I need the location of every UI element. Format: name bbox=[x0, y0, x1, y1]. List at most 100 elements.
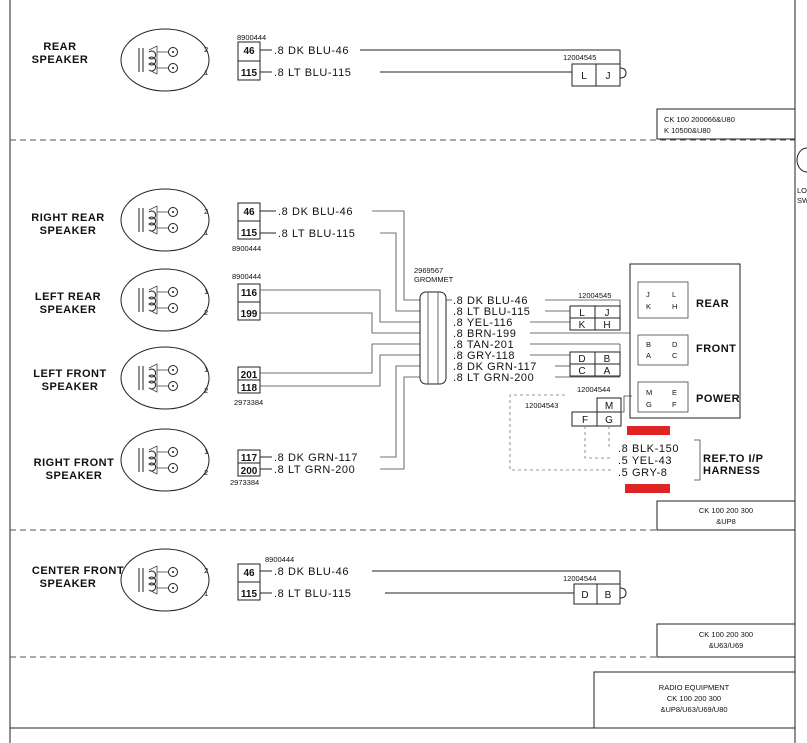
part-number: 2973384 bbox=[230, 478, 259, 487]
speaker-label: RIGHT FRONT bbox=[34, 457, 115, 469]
pin-label: J bbox=[605, 308, 610, 319]
pin-label: B bbox=[604, 354, 611, 365]
terminal-number: 1 bbox=[204, 365, 208, 374]
speaker-label: SPEAKER bbox=[40, 578, 97, 590]
wire-label: .8 BRN-199 bbox=[453, 328, 516, 340]
wire-label: .8 DK BLU-46 bbox=[453, 295, 528, 307]
pin-label: D bbox=[581, 590, 588, 601]
circuit-number: 118 bbox=[241, 383, 258, 394]
config-text: CK 100 200 300 bbox=[699, 630, 753, 639]
part-number: 12004545 bbox=[578, 291, 611, 300]
radio-group-label: FRONT bbox=[696, 343, 736, 355]
terminal-number: 2 bbox=[204, 386, 208, 395]
wire-label: .8 LT BLU-115 bbox=[278, 228, 356, 240]
wire-label: .8 DK BLU-46 bbox=[274, 566, 349, 578]
config-text: &U63/U69 bbox=[709, 641, 744, 650]
wire-label: .8 YEL-116 bbox=[453, 317, 513, 329]
config-text: K 10500&U80 bbox=[664, 126, 711, 135]
terminal-number: 1 bbox=[204, 589, 208, 598]
circuit-number: 200 bbox=[241, 466, 258, 477]
wire-label: .8 LT BLU-115 bbox=[274, 588, 352, 600]
config-box bbox=[656, 623, 796, 658]
wire-label: .8 DK GRN-117 bbox=[274, 452, 358, 464]
radio-pin: E bbox=[672, 388, 677, 397]
circuit-number: 115 bbox=[241, 228, 258, 239]
part-number: 2969567 bbox=[414, 266, 443, 275]
terminal-number: 1 bbox=[204, 447, 208, 456]
part-number: 12004544 bbox=[577, 385, 610, 394]
wire-label: .8 DK BLU-46 bbox=[278, 206, 353, 218]
speaker-symbol bbox=[120, 28, 210, 92]
edge-text: SW bbox=[797, 196, 807, 205]
speaker-symbol bbox=[120, 346, 210, 410]
section-rear-speaker: REAR SPEAKER 2 1 8900444 46 115 .8 DK BL… bbox=[32, 28, 796, 140]
edge-text: LO bbox=[797, 186, 807, 195]
config-text: &UP8 bbox=[716, 517, 736, 526]
part-number: 12004544 bbox=[563, 574, 596, 583]
terminal-number: 1 bbox=[204, 228, 208, 237]
pin-label: H bbox=[603, 320, 610, 331]
wire-label: .5 YEL-43 bbox=[618, 455, 672, 467]
circuit-number: 116 bbox=[241, 288, 258, 299]
radio-group-label: POWER bbox=[696, 393, 740, 405]
part-number: 8900444 bbox=[232, 272, 261, 281]
radio-pin: H bbox=[672, 302, 677, 311]
config-text: CK 100 200066&U80 bbox=[664, 115, 735, 124]
highlight-bar bbox=[627, 426, 670, 435]
circuit-number: 201 bbox=[241, 370, 258, 381]
speaker-label: CENTER FRONT bbox=[32, 565, 124, 577]
wire-label: .8 BLK-150 bbox=[618, 443, 679, 455]
radio-pin: C bbox=[672, 351, 678, 360]
terminal-number: 2 bbox=[204, 468, 208, 477]
section-center-speaker: CENTER FRONT SPEAKER 2 1 8900444 46 115 … bbox=[32, 548, 796, 658]
radio-pin: J bbox=[646, 290, 650, 299]
terminal-number: 2 bbox=[204, 566, 208, 575]
part-number: 2973384 bbox=[234, 398, 263, 407]
pin-label: B bbox=[605, 590, 612, 601]
part-number: 8900444 bbox=[265, 555, 294, 564]
speaker-label: SPEAKER bbox=[32, 54, 89, 66]
speaker-label: RIGHT REAR bbox=[31, 212, 104, 224]
wire-label: .8 TAN-201 bbox=[453, 339, 514, 351]
ref-label: REF.TO I/P bbox=[703, 453, 763, 465]
speaker-symbol bbox=[120, 428, 210, 492]
config-box bbox=[656, 500, 796, 531]
radio-pin: M bbox=[646, 388, 652, 397]
title-line: &UP8/U63/U69/U80 bbox=[660, 705, 727, 714]
part-number: 12004543 bbox=[525, 401, 558, 410]
radio-group-label: REAR bbox=[696, 298, 729, 310]
speaker-label: SPEAKER bbox=[40, 304, 97, 316]
circuit-number: 199 bbox=[241, 309, 258, 320]
radio-pin: A bbox=[646, 351, 651, 360]
speaker-symbol bbox=[120, 548, 210, 612]
wire-label: .8 LT BLU-115 bbox=[274, 67, 352, 79]
speaker-label: LEFT FRONT bbox=[33, 368, 106, 380]
part-number: 8900444 bbox=[237, 33, 266, 42]
title-block: RADIO EQUIPMENT CK 100 200 300 &UP8/U63/… bbox=[593, 671, 796, 729]
pin-label: L bbox=[579, 308, 585, 319]
circuit-number: 115 bbox=[241, 589, 258, 600]
config-text: CK 100 200 300 bbox=[699, 506, 753, 515]
speaker-symbol bbox=[120, 188, 210, 252]
radio-pin: L bbox=[672, 290, 676, 299]
ref-label: HARNESS bbox=[703, 465, 760, 477]
circuit-number: 46 bbox=[243, 568, 255, 579]
pin-label: J bbox=[606, 71, 611, 82]
radio-pin: K bbox=[646, 302, 651, 311]
wire-label: .8 GRY-118 bbox=[453, 350, 515, 362]
circuit-number: 46 bbox=[243, 207, 255, 218]
wire-label: .8 LT GRN-200 bbox=[453, 372, 534, 384]
radio-unit bbox=[629, 263, 741, 419]
terminal-number: 1 bbox=[204, 287, 208, 296]
terminal-number: 2 bbox=[204, 207, 208, 216]
circuit-number: 117 bbox=[241, 453, 258, 464]
radio-pin: D bbox=[672, 340, 678, 349]
speaker-label: LEFT REAR bbox=[35, 291, 101, 303]
highlight-bar bbox=[625, 484, 670, 493]
wire-label: .5 GRY-8 bbox=[618, 467, 667, 479]
radio-pin: B bbox=[646, 340, 651, 349]
speaker-label: SPEAKER bbox=[40, 225, 97, 237]
wire-label: .8 LT BLU-115 bbox=[453, 306, 531, 318]
wire-label: .8 DK BLU-46 bbox=[274, 45, 349, 57]
